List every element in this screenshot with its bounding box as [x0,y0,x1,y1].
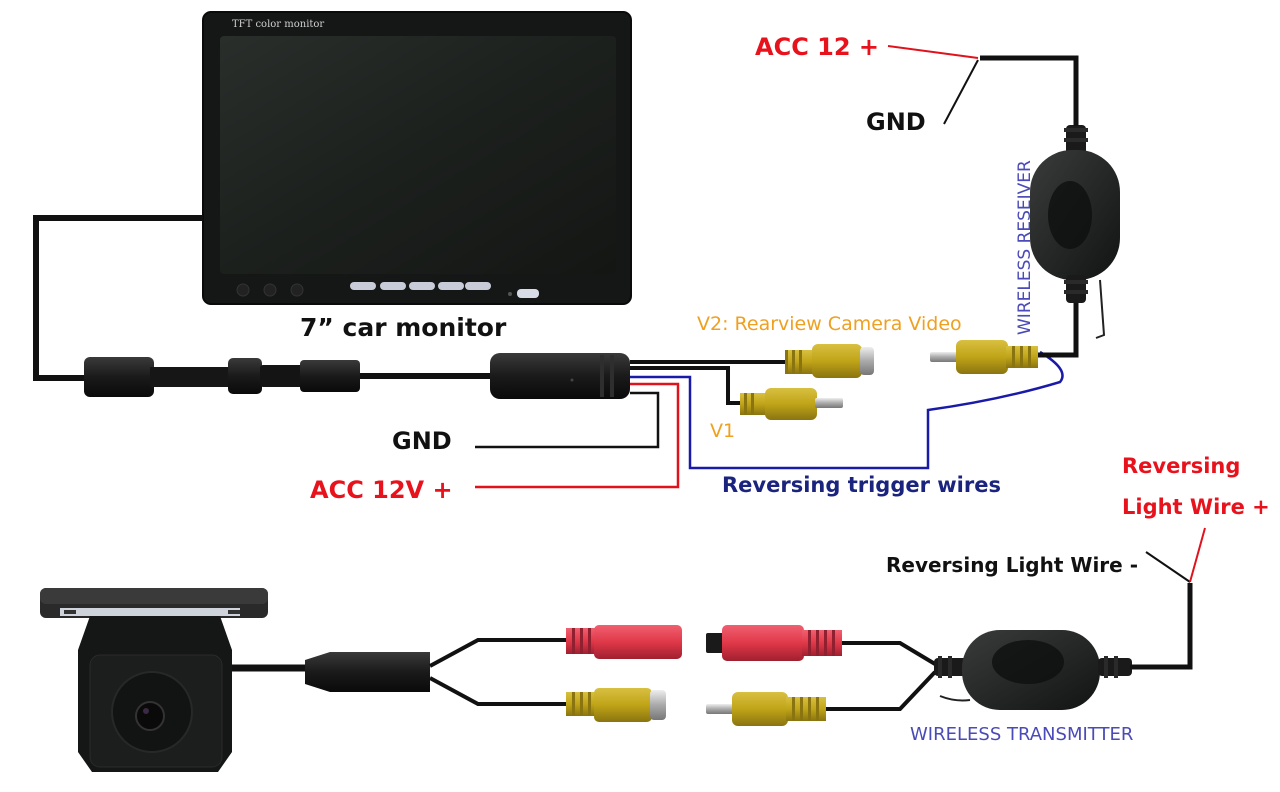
wireless-receiver [1030,125,1120,339]
acc-12v-wire [475,382,680,489]
v2-rca-female [785,344,874,378]
receiver-rca-male [930,340,1038,374]
reversing-light-plus-label-line2: Light Wire + [1122,495,1270,519]
v1-rca-male [740,388,843,420]
monitor-caption: 7” car monitor [300,313,507,342]
v1-wire [630,366,745,405]
camera-power-connector [566,625,682,659]
gnd-mid-label: GND [392,427,452,455]
transmitter-video-lead [826,670,937,711]
receiver-video-cable [1038,300,1079,358]
wireless-receiver-label: WIRELESS RESEIVER [1015,160,1035,335]
camera-video-connector [566,688,666,722]
monitor-button[interactable] [438,282,464,290]
monitor-button[interactable] [409,282,435,290]
camera-lens [135,701,165,731]
monitor-knob [236,283,250,297]
monitor-cable [33,215,203,381]
monitor-screen [220,36,616,274]
transmitter-power-connector [706,625,842,661]
monitor-knob [263,283,277,297]
camera-power-lead [429,638,570,668]
wireless-transmitter [934,630,1132,710]
camera-video-lead [429,676,570,706]
gnd-top-label: GND [866,108,926,136]
transmitter-power-lead [842,641,937,666]
receiver-antenna [1095,279,1106,339]
reversing-trigger-wire [630,350,1064,470]
camera-splitter [305,652,430,692]
transmitter-video-connector [706,692,826,726]
receiver-power-cable [980,55,1079,126]
reversing-light-minus-wire [1145,551,1191,583]
reversing-light-plus-wire [1189,527,1206,583]
power-led [508,292,512,296]
acc-12v-plus-label: ACC 12V + [310,476,453,504]
reversing-light-minus-label: Reversing Light Wire - [886,553,1138,577]
acc-12-plus-label: ACC 12 + [755,33,879,61]
monitor-button[interactable] [380,282,406,290]
monitor-button[interactable] [350,282,376,290]
power-button[interactable] [517,289,539,298]
wireless-transmitter-label: WIRELESS TRANSMITTER [910,724,1133,745]
car-monitor: TFT color monitor [202,11,632,305]
transmitter-power-cable [1130,583,1193,670]
monitor-button[interactable] [465,282,491,290]
reversing-light-plus-label-line1: Reversing [1122,454,1240,478]
transmitter-antenna [939,695,971,702]
monitor-connector [84,353,630,399]
acc-top-wire [887,45,979,59]
reversing-trigger-label: Reversing trigger wires [722,473,1001,497]
monitor-knob [290,283,304,297]
v1-label: V1 [710,420,735,442]
gnd-wire [475,391,660,449]
v2-label: V2: Rearview Camera Video [697,313,962,335]
monitor-brand-text: TFT color monitor [232,19,324,30]
rearview-camera [40,588,268,772]
gnd-top-wire [943,59,979,125]
